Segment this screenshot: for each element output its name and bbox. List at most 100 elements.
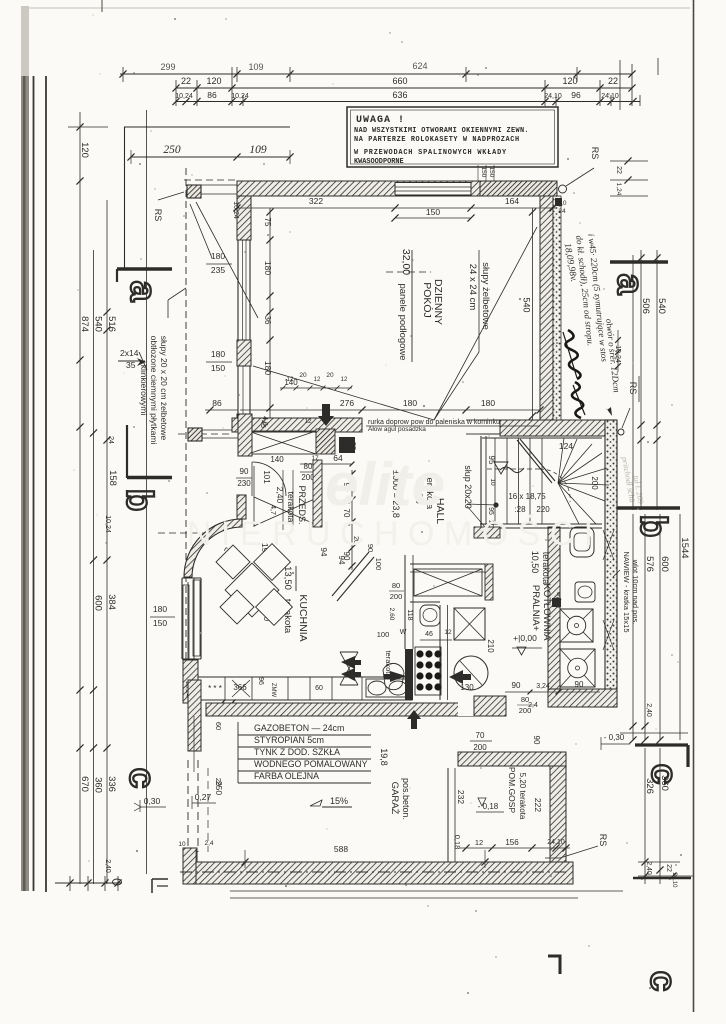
svg-text:86: 86 <box>212 398 222 408</box>
svg-text:1544: 1544 <box>679 537 690 558</box>
svg-text:- 0,18: - 0,18 <box>478 802 499 811</box>
svg-text:STYROPIAN 5cm: STYROPIAN 5cm <box>254 735 324 745</box>
svg-text:c: c <box>644 764 685 785</box>
svg-text:2,40: 2,40 <box>645 861 652 875</box>
svg-text:250: 250 <box>163 144 181 156</box>
svg-text:130: 130 <box>460 683 474 692</box>
svg-text:35: 35 <box>126 360 136 370</box>
svg-text:180: 180 <box>403 398 417 408</box>
svg-text:29: 29 <box>214 778 223 786</box>
svg-text:- 0,30: - 0,30 <box>604 733 625 742</box>
svg-text:KWASOODPORNE: KWASOODPORNE <box>354 158 404 166</box>
svg-text:200: 200 <box>301 473 315 482</box>
svg-text:15%: 15% <box>330 796 348 806</box>
svg-text:220: 220 <box>536 505 550 514</box>
svg-text:10,50: 10,50 <box>413 480 424 504</box>
svg-text:c: c <box>122 768 163 789</box>
svg-text:360: 360 <box>93 777 104 793</box>
svg-text:19,8: 19,8 <box>379 748 389 766</box>
svg-text:120: 120 <box>79 142 90 158</box>
svg-text:150: 150 <box>426 207 440 217</box>
svg-text:2x14: 2x14 <box>120 348 139 358</box>
svg-text:24,10: 24,10 <box>547 839 565 846</box>
svg-text:95: 95 <box>487 456 496 465</box>
svg-text:624: 624 <box>412 61 427 71</box>
svg-text:95: 95 <box>487 507 494 515</box>
svg-text:326: 326 <box>644 778 655 794</box>
svg-text:299: 299 <box>160 62 175 72</box>
svg-text:+|0,00: +|0,00 <box>513 633 537 643</box>
svg-text:164: 164 <box>505 196 519 206</box>
svg-text:180: 180 <box>263 261 273 275</box>
svg-text:10,24: 10,24 <box>175 93 193 100</box>
svg-text:ZMW: ZMW <box>270 683 276 698</box>
svg-text:22: 22 <box>615 166 622 174</box>
svg-text:158: 158 <box>107 470 118 486</box>
svg-text:2,40: 2,40 <box>275 487 285 504</box>
svg-text:pos.beton.: pos.beton. <box>401 778 411 820</box>
svg-text:96: 96 <box>257 677 264 685</box>
svg-text:rurka doprow pow do paleniska: rurka doprow pow do paleniska w kominku <box>368 419 500 426</box>
svg-text:100: 100 <box>374 558 383 571</box>
svg-text:12: 12 <box>304 418 312 425</box>
svg-text:10: 10 <box>178 841 186 848</box>
svg-text:124: 124 <box>559 441 573 451</box>
svg-text:a: a <box>123 281 164 302</box>
svg-text:3,24: 3,24 <box>536 683 550 690</box>
svg-text:12: 12 <box>287 377 294 383</box>
svg-text:60: 60 <box>214 722 223 730</box>
svg-text:588: 588 <box>334 844 348 854</box>
svg-text:660: 660 <box>392 76 407 86</box>
svg-text:200: 200 <box>590 476 599 490</box>
svg-text:1,0: 1,0 <box>557 200 566 207</box>
svg-text:230: 230 <box>237 479 251 488</box>
svg-text:200: 200 <box>473 743 487 752</box>
svg-text::28: :28 <box>514 505 526 514</box>
svg-text:klinkierowymi: klinkierowymi <box>139 365 149 416</box>
svg-text:terakota: terakota <box>286 492 296 523</box>
svg-text:0,18: 0,18 <box>453 835 462 850</box>
svg-text:b: b <box>119 489 160 512</box>
svg-text:600: 600 <box>93 595 104 611</box>
svg-text:0,30: 0,30 <box>144 796 161 806</box>
svg-text:12: 12 <box>314 377 321 383</box>
svg-text:150: 150 <box>488 167 495 178</box>
svg-text:1,24: 1,24 <box>615 183 622 196</box>
svg-text:100: 100 <box>377 630 390 639</box>
svg-text:10,24: 10,24 <box>614 345 621 363</box>
svg-text:180: 180 <box>153 604 167 614</box>
svg-text:80: 80 <box>521 695 529 704</box>
svg-text:200: 200 <box>390 592 403 601</box>
svg-text:terakota: terakota <box>282 599 293 634</box>
svg-text:NAWIEW - kratka 15x15: NAWIEW - kratka 15x15 <box>622 552 631 633</box>
svg-text:75: 75 <box>263 218 272 227</box>
svg-text:22: 22 <box>608 76 618 86</box>
svg-text:80: 80 <box>392 581 400 590</box>
svg-text:140: 140 <box>270 455 284 464</box>
svg-text:24 x 24 cm: 24 x 24 cm <box>467 264 478 311</box>
svg-text:20: 20 <box>352 536 359 544</box>
svg-text:232: 232 <box>456 790 466 804</box>
svg-text:150: 150 <box>153 618 167 628</box>
svg-text:24,10: 24,10 <box>601 93 619 100</box>
svg-text:516: 516 <box>106 316 117 332</box>
svg-text:109: 109 <box>248 62 263 72</box>
svg-text:NAD WSZYSTKIMI OTWORAMI OKIENN: NAD WSZYSTKIMI OTWORAMI OKIENNYMI ZEWN. <box>354 127 529 135</box>
svg-text:540: 540 <box>93 316 104 332</box>
svg-text:POKÓJ: POKÓJ <box>421 282 434 318</box>
svg-text:RS: RS <box>590 147 600 160</box>
svg-text:90: 90 <box>532 736 541 745</box>
svg-text:10,24: 10,24 <box>104 515 111 533</box>
svg-text:24,10: 24,10 <box>544 93 562 100</box>
svg-text:360: 360 <box>659 775 670 791</box>
svg-text:140: 140 <box>284 378 298 387</box>
svg-text:terakota: terakota <box>424 475 435 510</box>
svg-text:70: 70 <box>476 731 485 740</box>
svg-text:słup 20x20: słup 20x20 <box>463 465 473 509</box>
svg-text:70: 70 <box>342 509 351 518</box>
svg-text:90: 90 <box>342 552 351 561</box>
svg-text:150: 150 <box>480 167 487 178</box>
svg-text:WODNEGO POMALOWANY: WODNEGO POMALOWANY <box>254 759 368 769</box>
svg-text:156: 156 <box>505 838 519 847</box>
svg-text:elite: elite <box>325 451 445 518</box>
